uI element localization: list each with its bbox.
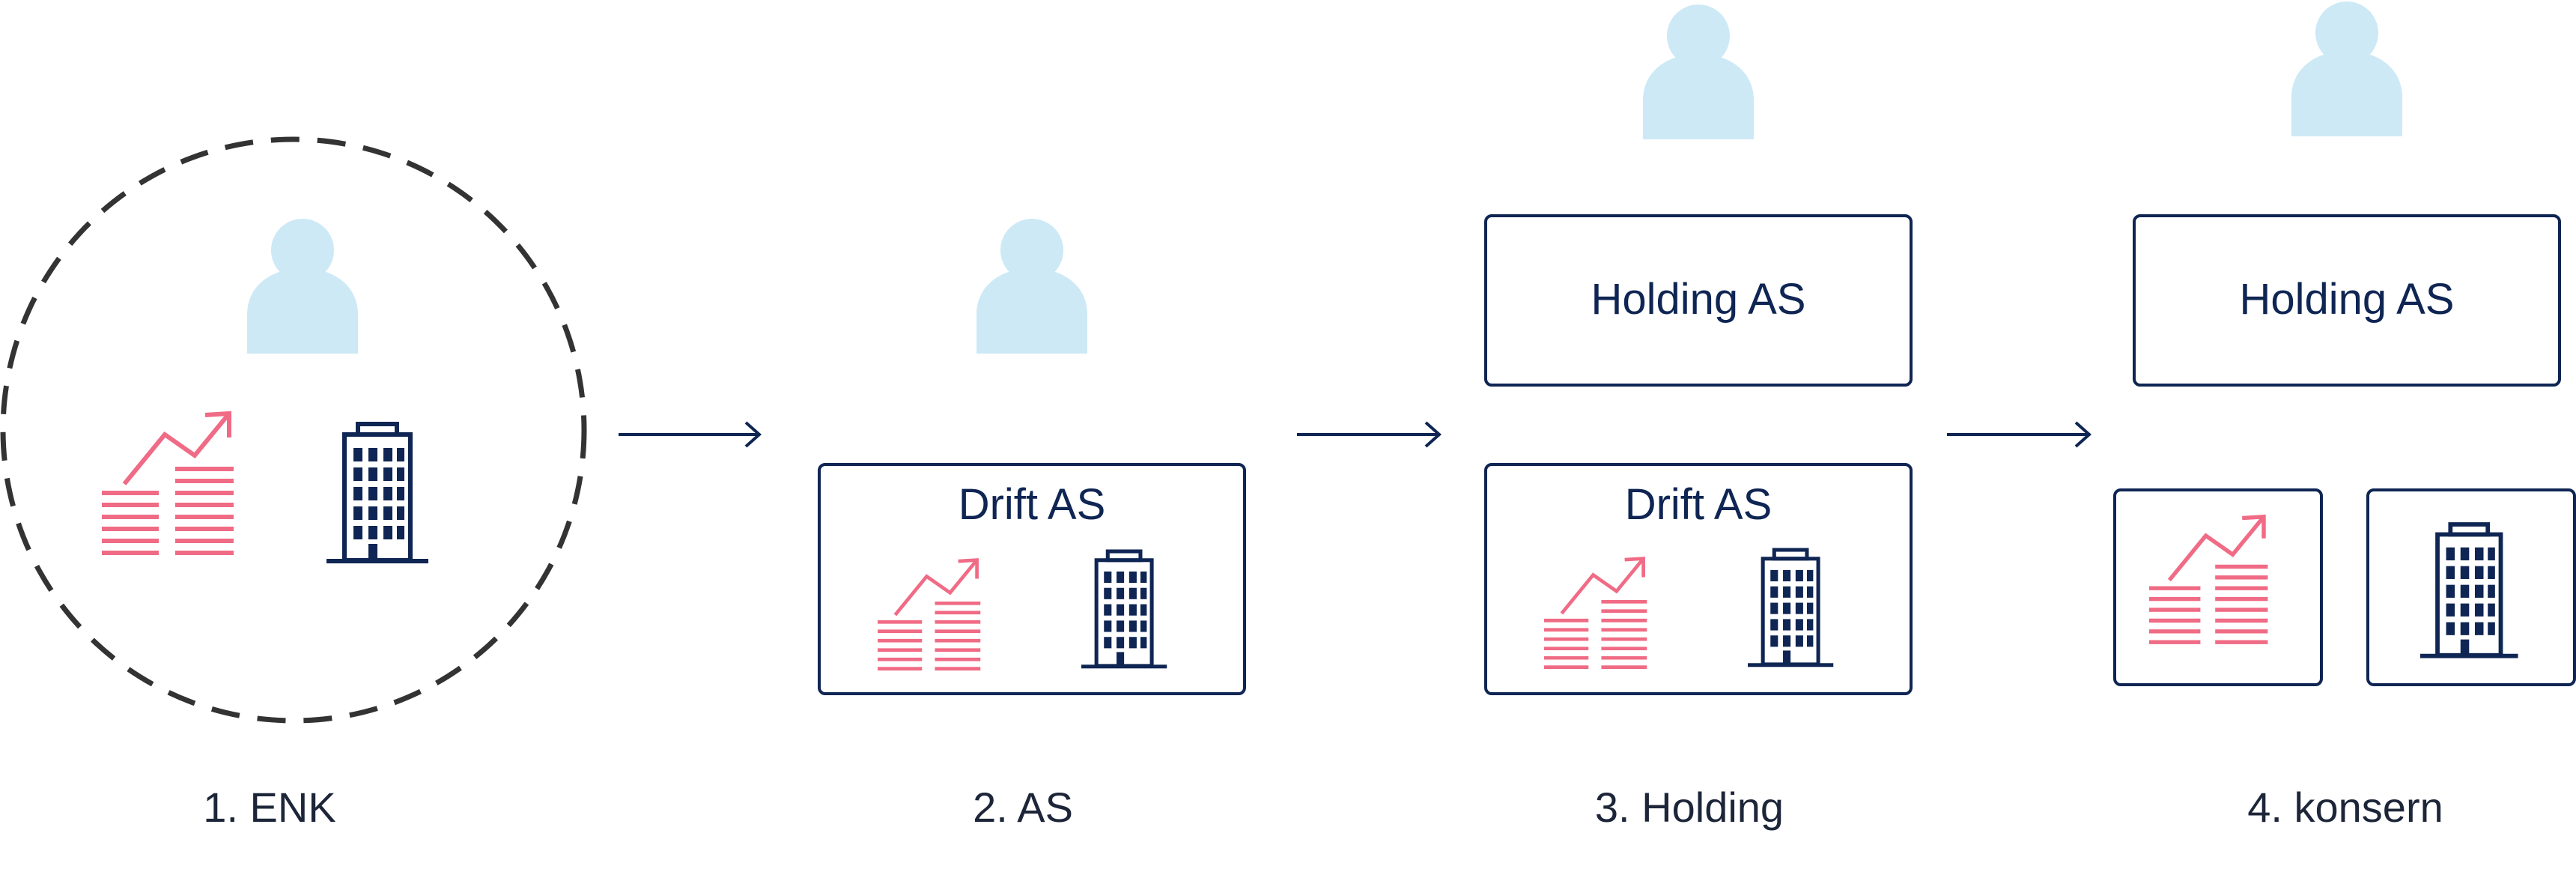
growth-chart-icon <box>878 560 980 669</box>
drift-as-box <box>818 463 1246 695</box>
growth-chart-icon <box>2149 517 2267 642</box>
person-icon <box>247 219 358 354</box>
person-icon <box>1643 4 1754 139</box>
subsidiary-building-box <box>2366 488 2576 686</box>
office-building-icon <box>2420 524 2518 656</box>
drift-as-title: Drift AS <box>958 480 1106 529</box>
office-building-icon <box>1081 551 1167 667</box>
stage-label-enk: 1. ENK <box>203 784 336 831</box>
person-icon <box>2291 1 2402 136</box>
growth-chart-icon <box>1544 559 1647 667</box>
holding-as-box <box>2133 214 2561 387</box>
arrow-right-icon <box>1947 421 2092 448</box>
subsidiary-growth-box <box>2113 488 2323 686</box>
drift-as-box <box>1484 463 1913 695</box>
stage-label-holding: 3. Holding <box>1594 784 1784 831</box>
enk-dashed-boundary <box>0 136 587 724</box>
stage-label-konsern: 4. konsern <box>2247 784 2443 831</box>
arrow-right-icon <box>1297 421 1442 448</box>
office-building-icon <box>326 424 428 561</box>
person-icon <box>976 219 1087 354</box>
growth-chart-icon <box>102 414 234 553</box>
drift-as-title: Drift AS <box>1624 480 1772 529</box>
holding-as-box <box>1484 214 1913 387</box>
arrow-right-icon <box>619 421 762 448</box>
holding-as-title: Holding AS <box>2239 275 2455 324</box>
stage-label-as: 2. AS <box>973 784 1073 831</box>
office-building-icon <box>1748 550 1833 665</box>
holding-as-title: Holding AS <box>1591 275 1806 324</box>
